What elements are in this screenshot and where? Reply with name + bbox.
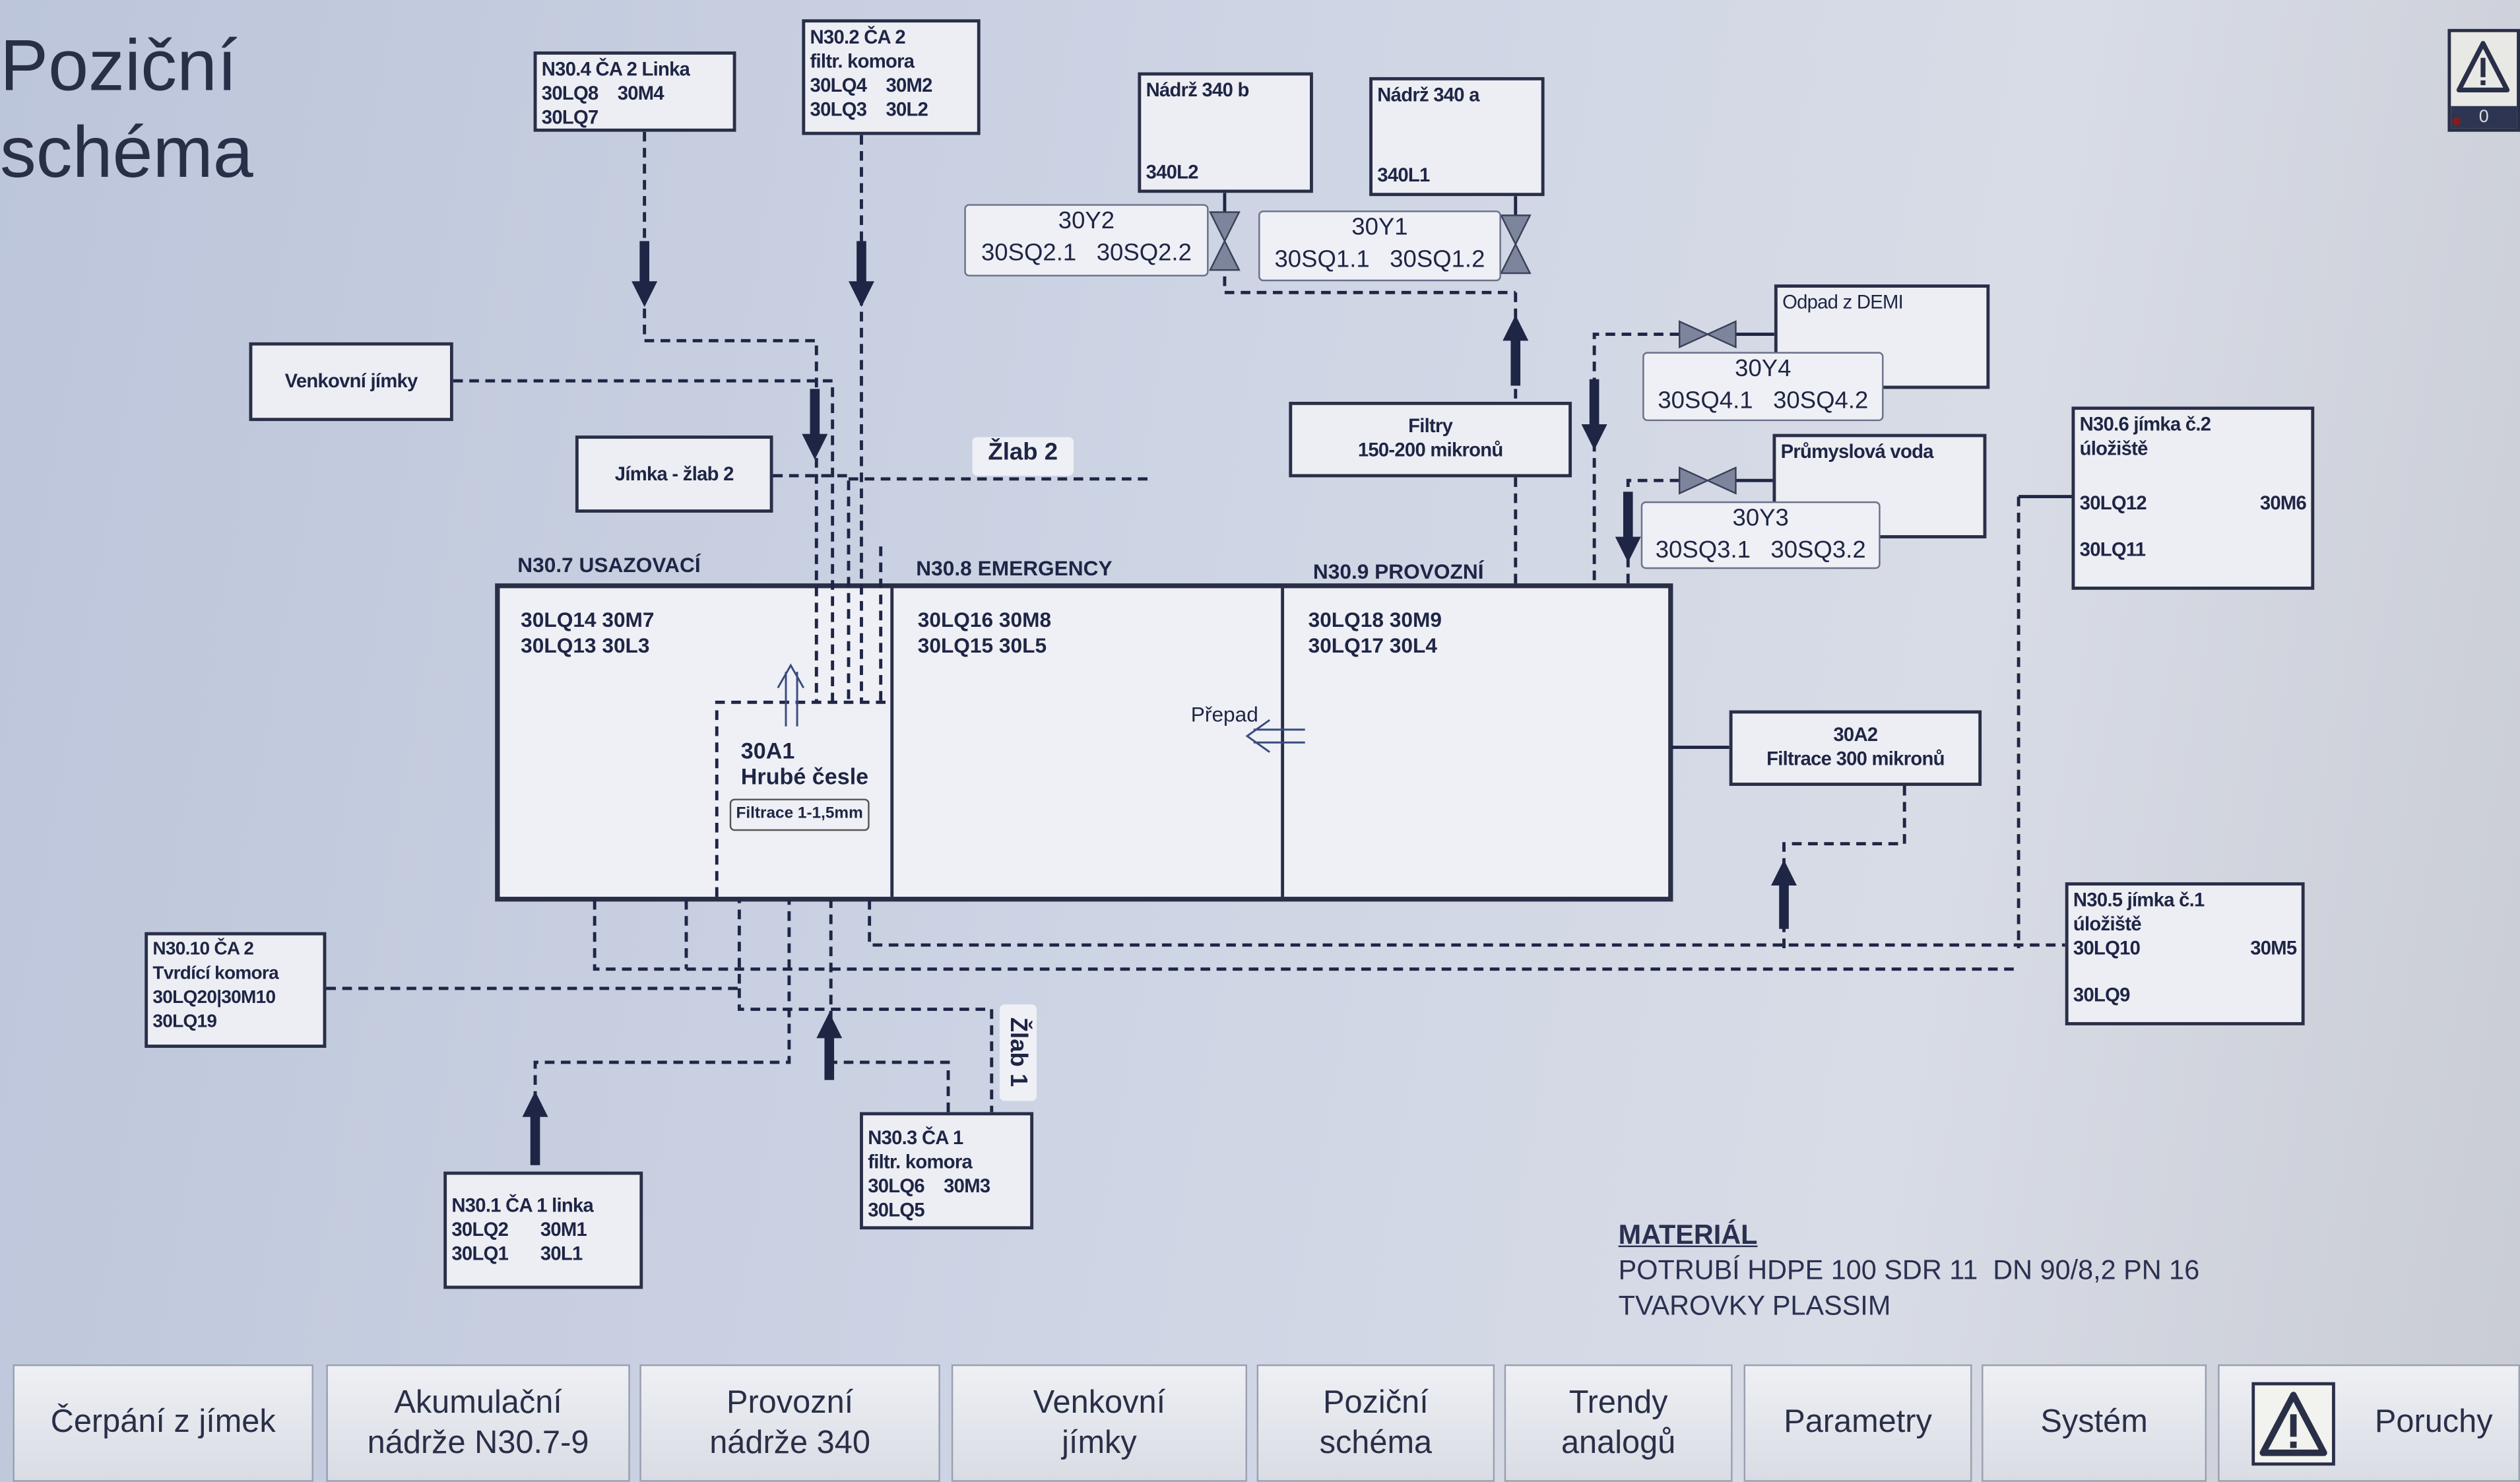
arrow-down-icon [848, 241, 874, 307]
alarm-indicator[interactable]: 0 [2447, 28, 2520, 132]
tank-divider [890, 588, 894, 897]
pipe-y4 [1592, 333, 1680, 584]
arrow-up-icon [1771, 860, 1797, 929]
arrow-up-icon [1502, 315, 1529, 386]
nav-parametry[interactable]: Parametry [1743, 1364, 1972, 1482]
nav-akumulacni-nadrze[interactable]: Akumulační nádrže N30.7-9 [326, 1364, 630, 1482]
prepad-label: Přepad [1190, 702, 1258, 726]
pipe-n30-4 [643, 131, 818, 703]
warning-icon [2456, 41, 2510, 93]
arrow-down-icon [1581, 379, 1607, 450]
alarm-count: 0 [2451, 106, 2517, 129]
nav-venkovni-jimky[interactable]: Venkovní jímky [951, 1364, 1248, 1482]
valve-30y4-icon [1678, 320, 1737, 348]
tank-n30-7-name: N30.7 USAZOVACÍ [517, 552, 701, 577]
valve-30y1-icon [1499, 214, 1532, 274]
pipe-y2-y1 [1223, 276, 1516, 294]
tank-n30-9-name: N30.9 PROVOZNÍ [1312, 559, 1484, 584]
pipe-30a1-box [715, 700, 889, 897]
pipe-n30-1 [533, 899, 791, 1165]
pipe-jimka-zlab2 [773, 474, 851, 703]
flow-left-icon [1245, 719, 1305, 754]
arrow-down-icon [1615, 492, 1641, 563]
pipe-n30-10 [326, 899, 741, 990]
material-heading: MATERIÁL [1618, 1219, 1758, 1250]
arrow-down-icon [802, 389, 828, 460]
alarm-led [2452, 117, 2461, 125]
nav-system[interactable]: Systém [1982, 1364, 2207, 1482]
nav-pozicni-schema[interactable]: Poziční schéma [1256, 1364, 1495, 1482]
arrow-up-icon [816, 1012, 843, 1080]
valve-30y2-icon [1209, 211, 1241, 271]
venkovni-jimky-box[interactable]: Venkovní jímky [249, 342, 453, 422]
material-info: MATERIÁL POTRUBÍ HDPE 100 SDR 11 DN 90/8… [1619, 1218, 2200, 1324]
arrow-up-icon [522, 1091, 548, 1165]
material-line-2: TVAROVKY PLASSIM [1618, 1290, 1891, 1322]
filtrace-badge: Filtrace 1-1,5mm [729, 798, 870, 831]
pipe-30a2 [1782, 786, 1906, 949]
material-line-1: POTRUBÍ HDPE 100 SDR 11 DN 90/8,2 PN 16 [1618, 1255, 2200, 1286]
nav-trendy-analogu[interactable]: Trendy analogů [1504, 1364, 1733, 1482]
zlab1-label: Žlab 1 [999, 1004, 1037, 1101]
nav-provozni-nadrze[interactable]: Provozní nádrže 340 [639, 1364, 940, 1482]
pipe-venkovni [453, 379, 835, 703]
zlab2-label: Žlab 2 [972, 437, 1074, 476]
nav-cerpani-z-jimek[interactable]: Čerpání z jímek [13, 1364, 313, 1482]
tank-n30-8-name: N30.8 EMERGENCY [916, 556, 1113, 581]
nav-poruchy[interactable]: Poruchy [2218, 1364, 2520, 1482]
nav-poruchy-label: Poruchy [2374, 1404, 2493, 1440]
arrow-down-icon [631, 241, 658, 307]
pipe-bottom-1 [593, 899, 2019, 971]
warning-icon [2251, 1381, 2335, 1466]
pipe-zlab1 [737, 988, 994, 1112]
flow-up-icon [777, 663, 805, 726]
pipe-n30-5 [868, 899, 2065, 947]
jimka-zlab2-box[interactable]: Jímka - žlab 2 [575, 435, 773, 513]
pipe-n30-3 [829, 899, 950, 1112]
valve-30y3-icon [1678, 466, 1737, 495]
